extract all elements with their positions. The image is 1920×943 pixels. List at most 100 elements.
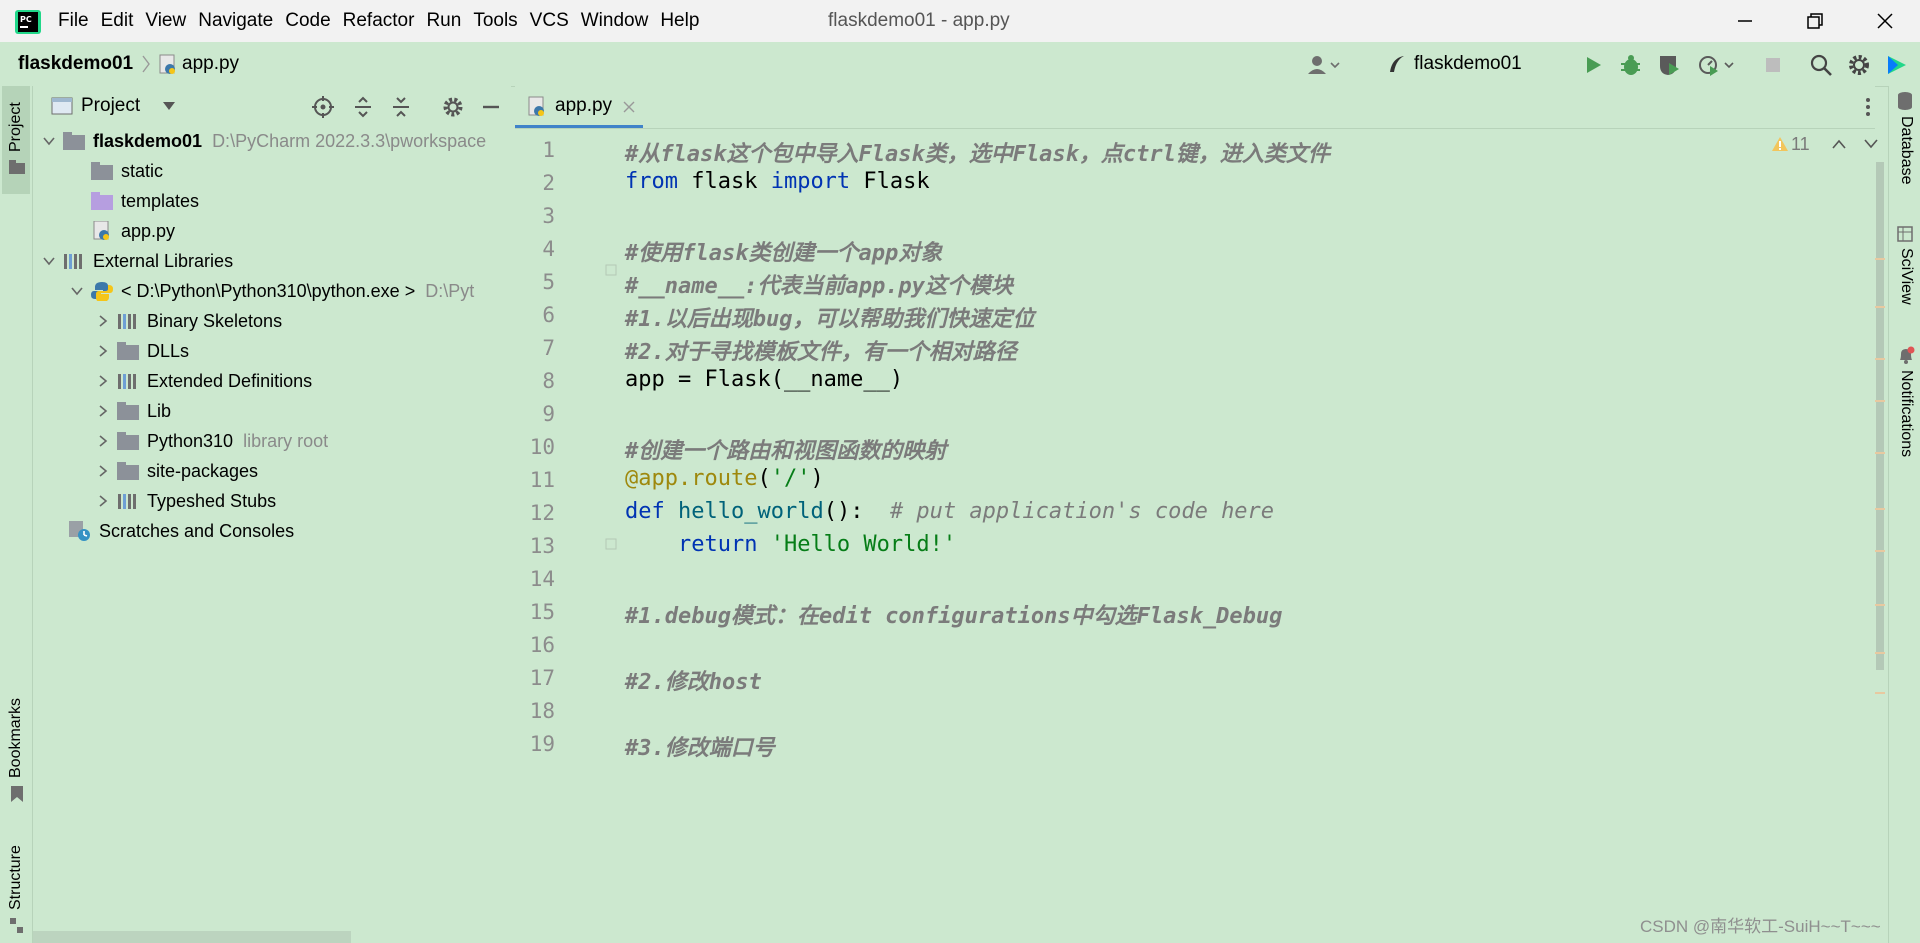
chevron-right-icon[interactable] xyxy=(95,433,111,449)
warning-count[interactable]: 11 xyxy=(1791,134,1810,154)
tree-row-site-packages[interactable]: site-packages xyxy=(95,456,258,486)
library-icon xyxy=(118,314,136,329)
fold-icon[interactable] xyxy=(605,264,617,276)
chevron-right-icon[interactable] xyxy=(95,313,111,329)
editor-vertical-scrollbar[interactable] xyxy=(1875,162,1885,762)
search-icon[interactable] xyxy=(1808,52,1834,78)
gear-icon[interactable] xyxy=(441,95,465,119)
pycharm-logo-icon: PC xyxy=(14,9,44,35)
minimize-icon[interactable] xyxy=(1730,6,1760,36)
close-tab-icon[interactable] xyxy=(623,101,635,113)
line-number: 15 xyxy=(529,600,555,624)
menu-code[interactable]: Code xyxy=(285,10,331,31)
code-line-1: #从flask这个包中导入Flask类，选中Flask，点ctrl键，进入类文件 xyxy=(625,142,1330,167)
chevron-down-icon[interactable] xyxy=(161,100,177,112)
chevron-right-icon[interactable] xyxy=(95,373,111,389)
menu-vcs[interactable]: VCS xyxy=(529,10,569,31)
run-icon[interactable] xyxy=(1580,52,1606,78)
python-file-icon xyxy=(158,54,178,76)
menu-help[interactable]: Help xyxy=(660,10,700,31)
tree-row-binary-skeletons[interactable]: Binary Skeletons xyxy=(95,306,282,336)
editor-tab-app-py[interactable]: app.py xyxy=(515,86,643,128)
menu-navigate[interactable]: Navigate xyxy=(198,10,274,31)
tree-row-static[interactable]: static xyxy=(91,156,163,186)
sciview-tool-button[interactable]: SciView xyxy=(1893,226,1919,326)
tree-label: Lib xyxy=(147,400,172,421)
warning-icon[interactable] xyxy=(1771,136,1789,152)
fold-icon[interactable] xyxy=(605,538,617,550)
tree-row-lib[interactable]: Lib xyxy=(95,396,171,426)
structure-tool-button[interactable]: Structure xyxy=(2,826,30,938)
tree-label: External Libraries xyxy=(93,250,234,271)
code-line-5: #__name__:代表当前app.py这个模块 xyxy=(625,274,1013,299)
ide-features-icon[interactable] xyxy=(1884,52,1910,78)
editor-tab-label: app.py xyxy=(555,95,613,116)
notifications-tool-button[interactable]: Notifications xyxy=(1893,346,1919,496)
bell-icon xyxy=(1897,346,1915,364)
line-number: 7 xyxy=(542,336,555,360)
folder-icon xyxy=(91,162,113,180)
chevron-right-icon[interactable] xyxy=(95,403,111,419)
menu-run[interactable]: Run xyxy=(426,10,462,31)
tree-row-flaskdemo01[interactable]: flaskdemo01 D:\PyCharm 2022.3.3\pworkspa… xyxy=(41,126,486,156)
code-token: @app.route xyxy=(625,466,758,491)
database-tool-button[interactable]: Database xyxy=(1893,92,1919,202)
menu-file[interactable]: File xyxy=(58,10,89,31)
bookmarks-tool-button[interactable]: Bookmarks xyxy=(2,686,30,816)
horizontal-scrollbar[interactable] xyxy=(33,931,351,943)
tree-row-app-py[interactable]: app.py xyxy=(91,216,175,246)
tree-label: site-packages xyxy=(147,460,259,481)
chevron-up-icon[interactable] xyxy=(1831,138,1847,150)
tree-label: Scratches and Consoles xyxy=(99,520,295,541)
tree-row-typeshed-stubs[interactable]: Typeshed Stubs xyxy=(95,486,276,516)
chevron-right-icon xyxy=(140,54,152,74)
restore-icon[interactable] xyxy=(1800,6,1830,36)
run-configuration-selector[interactable]: flaskdemo01 xyxy=(1414,53,1522,74)
user-icon[interactable] xyxy=(1306,52,1340,78)
profile-icon[interactable] xyxy=(1696,52,1734,78)
tree-row-templates[interactable]: templates xyxy=(91,186,199,216)
gear-icon[interactable] xyxy=(1846,52,1872,78)
database-tool-label: Database xyxy=(1898,116,1915,185)
menu-tools[interactable]: Tools xyxy=(473,10,518,31)
python-sdk-icon xyxy=(91,282,113,301)
menu-edit[interactable]: Edit xyxy=(100,10,134,31)
tree-row-scratches[interactable]: Scratches and Consoles xyxy=(69,516,294,546)
chevron-down-icon[interactable] xyxy=(1863,138,1879,150)
code-token: ( xyxy=(757,466,771,491)
tree-row-python310[interactable]: Python310 library root xyxy=(95,426,328,456)
chevron-down-icon[interactable] xyxy=(69,283,85,299)
breadcrumb-project[interactable]: flaskdemo01 xyxy=(18,53,134,74)
tree-row-dlls[interactable]: DLLs xyxy=(95,336,189,366)
close-icon[interactable] xyxy=(1870,6,1900,36)
coverage-icon[interactable] xyxy=(1656,52,1682,78)
chevron-right-icon[interactable] xyxy=(95,493,111,509)
chevron-right-icon[interactable] xyxy=(95,343,111,359)
hide-panel-icon[interactable] xyxy=(479,95,503,119)
project-panel-title[interactable]: Project xyxy=(81,95,141,116)
code-line-15: #1.debug模式：在edit configurations中勾选Flask_… xyxy=(625,604,1283,629)
chevron-right-icon[interactable] xyxy=(95,463,111,479)
expand-all-icon[interactable] xyxy=(351,95,375,119)
breadcrumb-file[interactable]: app.py xyxy=(182,53,240,74)
project-tool-button[interactable]: Project xyxy=(2,86,30,194)
menu-window[interactable]: Window xyxy=(580,10,649,31)
project-view-icon xyxy=(51,97,73,115)
tree-row-external-libraries[interactable]: External Libraries xyxy=(41,246,233,276)
debug-icon[interactable] xyxy=(1618,52,1644,78)
menu-refactor[interactable]: Refactor xyxy=(342,10,415,31)
bookmark-icon xyxy=(10,786,24,802)
stop-icon[interactable] xyxy=(1760,52,1786,78)
menu-view[interactable]: View xyxy=(145,10,187,31)
more-options-icon[interactable] xyxy=(1865,96,1871,118)
tree-row-extended-definitions[interactable]: Extended Definitions xyxy=(95,366,312,396)
chevron-down-icon[interactable] xyxy=(41,133,57,149)
chevron-down-icon[interactable] xyxy=(41,253,57,269)
navigation-bar: flaskdemo01 app.py flaskdemo01 xyxy=(0,42,1920,87)
collapse-all-icon[interactable] xyxy=(389,95,413,119)
code-token: (): xyxy=(823,499,890,524)
line-number: 10 xyxy=(529,435,555,459)
locate-file-icon[interactable] xyxy=(311,95,335,119)
tree-row-python-sdk[interactable]: < D:\Python\Python310\python.exe > D:\Py… xyxy=(69,276,474,306)
line-number: 16 xyxy=(529,633,555,657)
